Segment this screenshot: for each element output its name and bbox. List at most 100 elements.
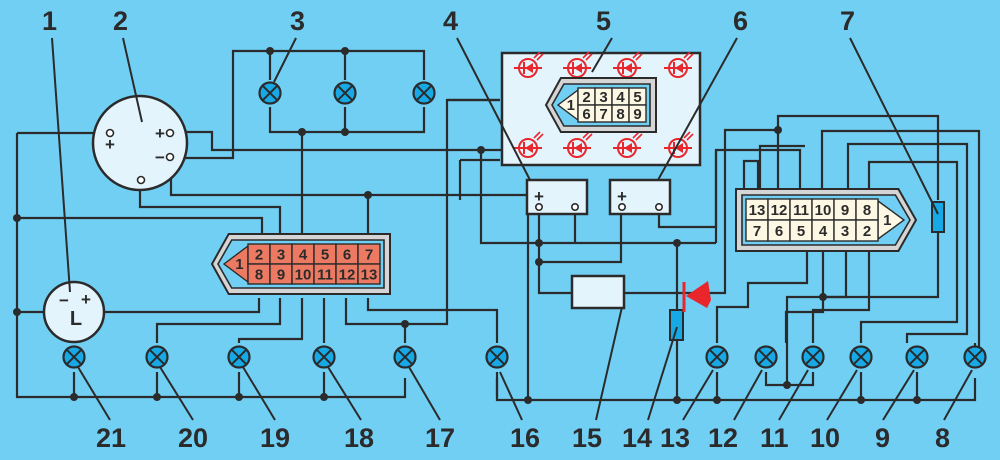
junction-dots [13,47,921,404]
indicator-minus: − [59,291,69,310]
indicator-plus: + [81,290,91,309]
gauge-2: + + − [91,94,189,192]
lamp-icon [754,345,778,369]
connector-pin: 8 [255,267,263,284]
indicator-l-1: − + L [42,280,106,344]
gauge-4: + [525,178,589,216]
lamp-icon [333,81,357,105]
connector-pin: 6 [343,247,351,264]
lamp-icon [412,81,436,105]
connector-pin: 4 [299,247,308,264]
leader-lines [51,37,973,421]
connector-pin: 5 [797,223,805,240]
callout-12: 12 [708,423,738,453]
connector-pin: 3 [277,247,285,264]
connector-pin: 1 [235,256,243,273]
connector-pin: 9 [277,267,285,284]
callout-4: 4 [443,6,458,36]
connector-pin: 2 [582,89,590,106]
callout-14: 14 [622,423,652,453]
callout-3: 3 [290,6,305,36]
lamp-icon [801,345,825,369]
led-icon [563,51,593,78]
callout-21: 21 [96,423,126,453]
connector-cell [628,104,647,123]
connector-pin: 4 [819,223,828,240]
callout-2: 2 [113,6,128,36]
connector-pin: 11 [793,202,809,219]
gauge-plus-left: + [105,135,115,154]
connector-cell [855,219,879,242]
lamp-icon [258,81,282,105]
connector-pin: 3 [841,223,849,240]
wires [15,49,981,402]
led-icon [664,131,694,158]
connector-pin: 5 [321,247,329,264]
connector-pin: 13 [361,267,378,284]
resistor-14 [669,309,684,341]
connector-pin: 12 [771,202,788,219]
connector-pin: 1 [567,97,575,114]
gauge-6: + [608,178,672,216]
callout-18: 18 [344,423,374,453]
connector-pin: 1 [883,212,891,229]
callout-13: 13 [660,423,690,453]
lamp-icon [145,345,169,369]
callout-16: 16 [510,423,540,453]
gauge-6-plus: + [617,187,627,206]
callout-17: 17 [425,423,455,453]
callout-7: 7 [840,6,855,36]
connector-pin: 12 [339,267,356,284]
gauge-minus: − [155,148,165,167]
connector-pin: 9 [633,106,641,123]
connector-cell [357,263,381,285]
lamps [62,81,987,369]
gauge-4-plus: + [534,187,544,206]
callout-8: 8 [935,423,950,453]
connector-pin: 10 [295,267,312,284]
lamp-icon [849,345,873,369]
connector-pin: 2 [863,223,871,240]
connector-pin: 3 [599,89,607,106]
lamp-icon [312,345,336,369]
connector-pin: 4 [616,89,625,106]
connector-pin: 7 [753,223,761,240]
lamp-icon [705,345,729,369]
callout-20: 20 [178,423,208,453]
callout-19: 19 [260,423,290,453]
lamp-icon [393,345,417,369]
led-box-15 [570,274,626,310]
led-icon [514,51,544,78]
lamp-icon [62,345,86,369]
connector-pin: 7 [599,106,607,123]
lamp-icon [485,345,509,369]
callout-15: 15 [572,423,602,453]
connector-pin: 6 [775,223,783,240]
led-icon [664,51,694,78]
lamp-icon [963,345,987,369]
led-icon [514,131,544,158]
lamp-icon [905,345,929,369]
connector-pin: 10 [815,202,832,219]
led-icon [563,131,593,158]
connector-pin: 2 [255,247,263,264]
callout-10: 10 [810,423,840,453]
connector-pin: 13 [749,202,766,219]
callout-11: 11 [760,423,789,453]
connector-pin: 7 [365,247,373,264]
connector-pin: 9 [841,202,849,219]
indicator-letter: L [70,308,82,330]
connector-pin: 8 [863,202,871,219]
callout-9: 9 [875,423,890,453]
connector-pin: 11 [317,267,333,284]
connector-pin: 6 [582,106,590,123]
callout-5: 5 [596,6,611,36]
gauge-plus-right: + [155,124,165,143]
diode-red [682,281,711,312]
callout-labels: 1 2 3 4 5 6 7 8 9 10 11 12 13 14 15 16 1… [42,6,950,453]
